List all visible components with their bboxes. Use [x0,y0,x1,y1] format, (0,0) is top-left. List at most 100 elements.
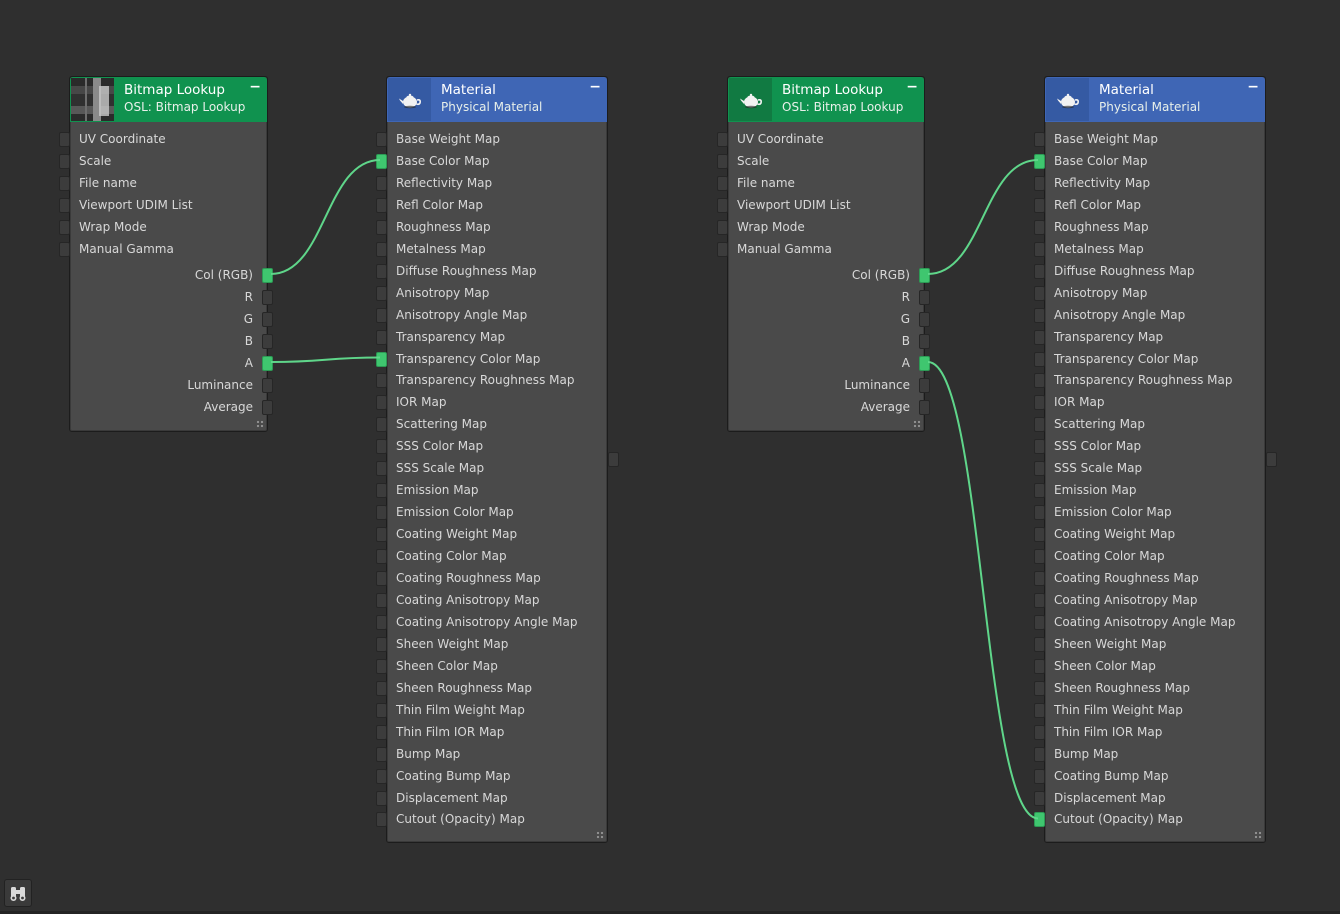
output-socket[interactable] [919,290,930,305]
input-socket[interactable] [376,768,387,784]
input-socket[interactable] [1034,636,1045,652]
input-socket[interactable] [376,263,387,279]
resize-grip[interactable] [913,420,921,428]
output-socket[interactable] [919,334,930,349]
resize-grip[interactable] [596,831,604,839]
material-output-socket[interactable] [608,451,619,467]
output-socket[interactable] [262,312,273,327]
output-socket[interactable] [262,356,273,371]
input-socket[interactable] [376,812,387,828]
output-socket[interactable] [919,268,930,283]
input-socket[interactable] [1034,592,1045,608]
input-socket[interactable] [376,658,387,674]
output-socket[interactable] [262,378,273,393]
connection-wire[interactable] [270,158,381,275]
output-socket[interactable] [262,334,273,349]
input-socket[interactable] [376,351,387,367]
input-socket[interactable] [1034,153,1045,169]
input-socket[interactable] [1034,680,1045,696]
collapse-button[interactable]: − [589,79,601,95]
input-socket[interactable] [59,241,70,257]
input-socket[interactable] [376,483,387,499]
input-socket[interactable] [376,219,387,235]
input-socket[interactable] [376,571,387,586]
input-socket[interactable] [376,527,387,543]
input-socket[interactable] [376,395,387,411]
input-socket[interactable] [717,219,728,235]
input-socket[interactable] [1034,351,1045,367]
input-socket[interactable] [376,790,387,806]
input-socket[interactable] [1034,702,1045,718]
input-socket[interactable] [376,746,387,762]
input-socket[interactable] [1034,395,1045,411]
input-socket[interactable] [1034,724,1045,740]
input-socket[interactable] [59,197,70,213]
input-socket[interactable] [1034,549,1045,565]
input-socket[interactable] [1034,505,1045,521]
input-socket[interactable] [376,614,387,630]
collapse-button[interactable]: − [906,79,918,95]
input-socket[interactable] [1034,571,1045,586]
input-socket[interactable] [376,505,387,521]
binoculars-button[interactable] [4,879,32,907]
input-socket[interactable] [376,702,387,718]
output-socket[interactable] [262,400,273,415]
input-socket[interactable] [376,636,387,652]
output-socket[interactable] [919,378,930,393]
input-socket[interactable] [376,307,387,323]
input-socket[interactable] [376,373,387,389]
material-output-socket[interactable] [1266,451,1277,467]
collapse-button[interactable]: − [249,79,261,95]
input-socket[interactable] [376,680,387,696]
input-socket[interactable] [1034,812,1045,828]
resize-grip[interactable] [1254,831,1262,839]
input-socket[interactable] [376,461,387,477]
input-socket[interactable] [376,197,387,213]
input-socket[interactable] [1034,197,1045,213]
input-socket[interactable] [717,241,728,257]
input-socket[interactable] [376,439,387,455]
input-socket[interactable] [1034,263,1045,279]
output-socket[interactable] [919,312,930,327]
connection-wire[interactable] [927,361,1039,820]
output-socket[interactable] [919,400,930,415]
input-socket[interactable] [59,153,70,169]
input-socket[interactable] [717,153,728,169]
input-socket[interactable] [1034,219,1045,235]
input-socket[interactable] [1034,483,1045,499]
connection-wire[interactable] [270,356,381,363]
input-socket[interactable] [1034,132,1045,147]
input-socket[interactable] [1034,439,1045,455]
input-socket[interactable] [376,549,387,565]
input-socket[interactable] [1034,241,1045,257]
input-socket[interactable] [376,241,387,257]
input-socket[interactable] [1034,790,1045,806]
output-socket[interactable] [919,356,930,371]
resize-grip[interactable] [256,420,264,428]
collapse-button[interactable]: − [1247,79,1259,95]
input-socket[interactable] [1034,527,1045,543]
input-socket[interactable] [376,724,387,740]
input-socket[interactable] [1034,461,1045,477]
input-socket[interactable] [376,175,387,191]
input-socket[interactable] [1034,175,1045,191]
input-socket[interactable] [1034,329,1045,345]
input-socket[interactable] [59,175,70,191]
input-socket[interactable] [376,132,387,147]
output-socket[interactable] [262,268,273,283]
input-socket[interactable] [376,329,387,345]
input-socket[interactable] [1034,614,1045,630]
input-socket[interactable] [717,197,728,213]
input-socket[interactable] [717,175,728,191]
input-socket[interactable] [1034,417,1045,433]
input-socket[interactable] [376,417,387,433]
input-socket[interactable] [717,132,728,147]
